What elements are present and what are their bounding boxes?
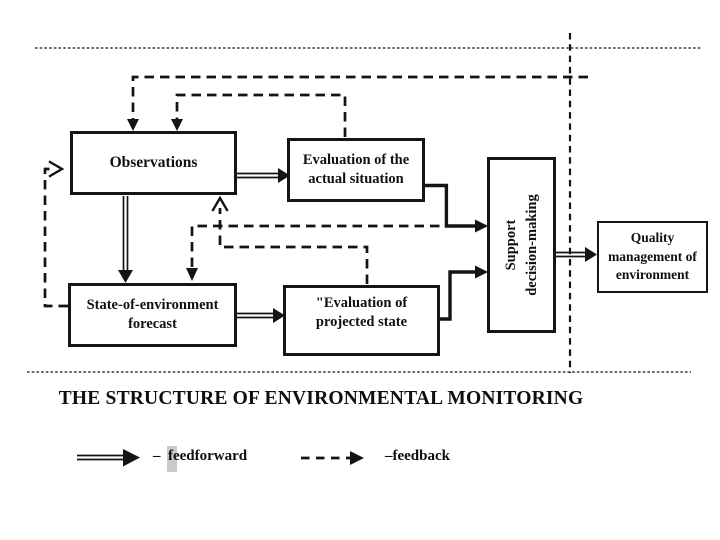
feedback-line-eval-actual-to-observations [175, 93, 347, 137]
arrowhead-down-icon [186, 268, 198, 281]
legend-graphics [77, 446, 364, 472]
arrowhead-down-icon [127, 119, 139, 131]
feedback-line-top-to-observations [131, 75, 588, 121]
arrowhead-down-icon [171, 119, 183, 131]
legend-feedforward-label: – feedforward [153, 448, 248, 464]
legend-feedback-label: –feedback [385, 448, 450, 464]
box-observations: Observations [70, 131, 237, 195]
feedback-dashed-lines [43, 75, 588, 308]
arrowhead-right-icon [475, 219, 488, 233]
arrow-eval-projected-to-support [438, 270, 476, 321]
legend-feedforward-arrow [77, 454, 124, 461]
box-evaluation-projected-state: "Evaluation of projected state [283, 285, 440, 356]
arrowhead-up-open-icon [211, 195, 229, 212]
box-support-decision-making: Support decision-making [487, 157, 556, 333]
feedforward-support-to-quality [556, 251, 586, 258]
arrowhead-right-open-icon [48, 160, 65, 178]
feedback-line-eval-projected-to-observations [218, 208, 369, 284]
arrowhead-right-icon [475, 265, 488, 279]
feedforward-observations-to-forecast [122, 196, 129, 271]
support-decision-making-label: Support decision-making [502, 194, 540, 296]
box-state-of-environment-forecast: State-of-environment forecast [68, 283, 237, 347]
legend-highlight [167, 446, 177, 472]
arrowhead-right-icon [585, 247, 597, 262]
arrowhead-right-icon [350, 451, 364, 465]
feedforward-observations-to-eval-actual [237, 172, 279, 179]
arrowhead-down-icon [118, 270, 133, 283]
arrowhead-right-icon [123, 449, 140, 467]
feedforward-double-arrows [118, 168, 597, 323]
feedback-line-support-to-forecast [190, 224, 486, 270]
box-quality-management: Quality management of environment [597, 221, 708, 293]
arrowhead-right-icon [273, 308, 285, 323]
boundary-lines [27, 33, 702, 373]
arrowhead-right-icon [278, 168, 290, 183]
feedback-line-forecast-to-observations [43, 167, 68, 308]
solid-arrows [424, 183, 488, 321]
feedforward-forecast-to-eval-projected [237, 312, 274, 319]
arrow-eval-actual-to-support [424, 183, 476, 228]
diagram-title: THE STRUCTURE OF ENVIRONMENTAL MONITORIN… [58, 388, 584, 409]
box-evaluation-actual-situation: Evaluation of the actual situation [287, 138, 425, 202]
